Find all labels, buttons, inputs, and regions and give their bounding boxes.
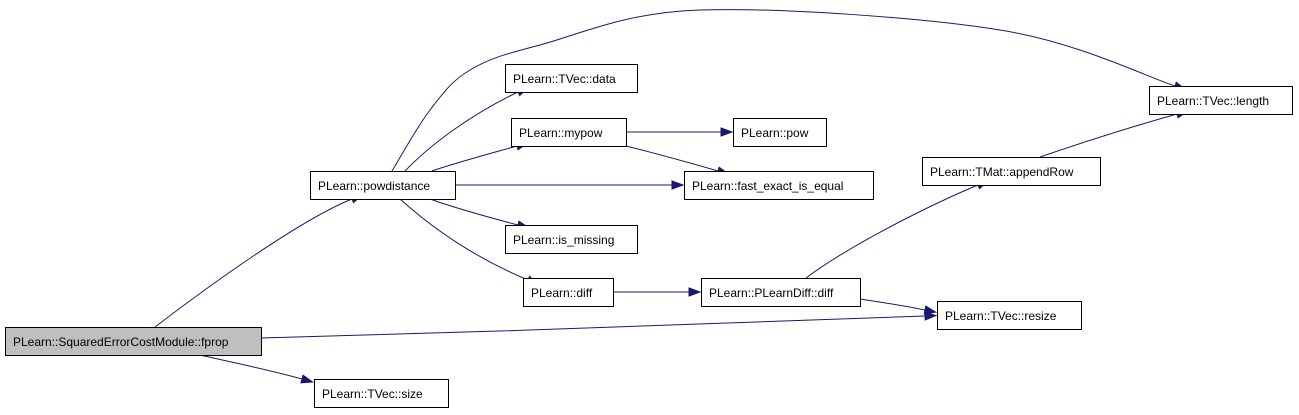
node-box[interactable] <box>733 118 827 147</box>
edge-line <box>391 9 1176 172</box>
edge-arrowhead <box>924 311 938 321</box>
edge-arrowhead <box>671 180 685 190</box>
edge-arrowhead <box>923 305 938 315</box>
node-label: PLearn::fast_exact_is_equal <box>692 179 843 193</box>
node-label: PLearn::TVec::data <box>513 72 616 86</box>
node-tmat-appendrow[interactable]: PLearn::TMat::appendRow <box>922 157 1101 186</box>
node-fast-exact-is-equal[interactable]: PLearn::fast_exact_is_equal <box>684 171 874 200</box>
node-box[interactable] <box>523 278 614 307</box>
node-box[interactable] <box>310 171 456 200</box>
edge-fprop-to-tvec_resize <box>260 311 938 339</box>
edge-arrowhead <box>300 374 314 384</box>
node-is-missing[interactable]: PLearn::is_missing <box>505 225 638 254</box>
edge-line <box>399 198 529 281</box>
edge-arrowhead <box>688 287 702 297</box>
node-box[interactable] <box>937 301 1082 330</box>
nodes-layer: PLearn::SquaredErrorCostModule::fpropPLe… <box>5 64 1293 408</box>
edge-mypow-to-pow <box>626 127 734 137</box>
node-box[interactable] <box>5 327 262 356</box>
edge-line <box>625 145 719 172</box>
edge-line <box>260 315 926 339</box>
node-powdistance[interactable]: PLearn::powdistance <box>310 171 456 200</box>
node-mypow[interactable]: PLearn::mypow <box>511 118 627 147</box>
node-label: PLearn::is_missing <box>513 233 614 247</box>
node-box[interactable] <box>314 379 449 408</box>
node-tvec-resize[interactable]: PLearn::TVec::resize <box>937 301 1082 330</box>
node-box[interactable] <box>505 225 638 254</box>
edge-line <box>805 184 979 279</box>
node-pow[interactable]: PLearn::pow <box>733 118 827 147</box>
edge-line <box>404 91 519 172</box>
edge-fprop-to-powdistance <box>154 194 364 328</box>
node-plearndiff-diff[interactable]: PLearn::PLearnDiff::diff <box>701 278 861 307</box>
node-diff[interactable]: PLearn::diff <box>523 278 614 307</box>
node-tvec-size[interactable]: PLearn::TVec::size <box>314 379 449 408</box>
node-label: PLearn::diff <box>531 286 593 300</box>
node-label: PLearn::mypow <box>519 126 603 140</box>
edge-fprop-to-tvec_size <box>199 354 314 384</box>
edge-line <box>429 198 519 226</box>
edge-tmat_appendrow-to-tvec_length <box>1039 109 1189 158</box>
edge-line <box>199 354 303 380</box>
node-label: PLearn::TVec::length <box>1157 94 1269 108</box>
node-label: PLearn::TMat::appendRow <box>930 165 1074 179</box>
node-label: PLearn::TVec::resize <box>945 309 1057 323</box>
edge-line <box>859 298 926 311</box>
node-box[interactable] <box>922 157 1101 186</box>
edge-powdistance-to-fast_exact_is_equal <box>454 180 685 190</box>
node-label: PLearn::pow <box>741 126 809 140</box>
node-tvec-length[interactable]: PLearn::TVec::length <box>1149 86 1293 115</box>
edge-plearndiff_diff-to-tvec_resize <box>859 298 938 315</box>
node-label: PLearn::PLearnDiff::diff <box>709 286 834 300</box>
node-label: PLearn::TVec::size <box>322 387 423 401</box>
edge-mypow-to-fast_exact_is_equal <box>625 145 730 176</box>
node-box[interactable] <box>511 118 627 147</box>
node-box[interactable] <box>1149 86 1293 115</box>
edge-line <box>1039 113 1178 158</box>
edge-diff-to-plearndiff_diff <box>613 287 702 297</box>
edge-powdistance-to-tvec_data <box>404 86 530 172</box>
node-box[interactable] <box>505 64 638 93</box>
node-tvec-data[interactable]: PLearn::TVec::data <box>505 64 638 93</box>
node-label: PLearn::powdistance <box>318 179 430 193</box>
node-fprop[interactable]: PLearn::SquaredErrorCostModule::fprop <box>5 327 262 356</box>
edge-line <box>154 198 353 328</box>
node-label: PLearn::SquaredErrorCostModule::fprop <box>13 335 229 349</box>
node-box[interactable] <box>701 278 861 307</box>
edge-powdistance-to-is_missing <box>429 198 531 230</box>
edge-line <box>431 145 518 172</box>
edge-arrowhead <box>720 127 734 137</box>
node-box[interactable] <box>684 171 874 200</box>
